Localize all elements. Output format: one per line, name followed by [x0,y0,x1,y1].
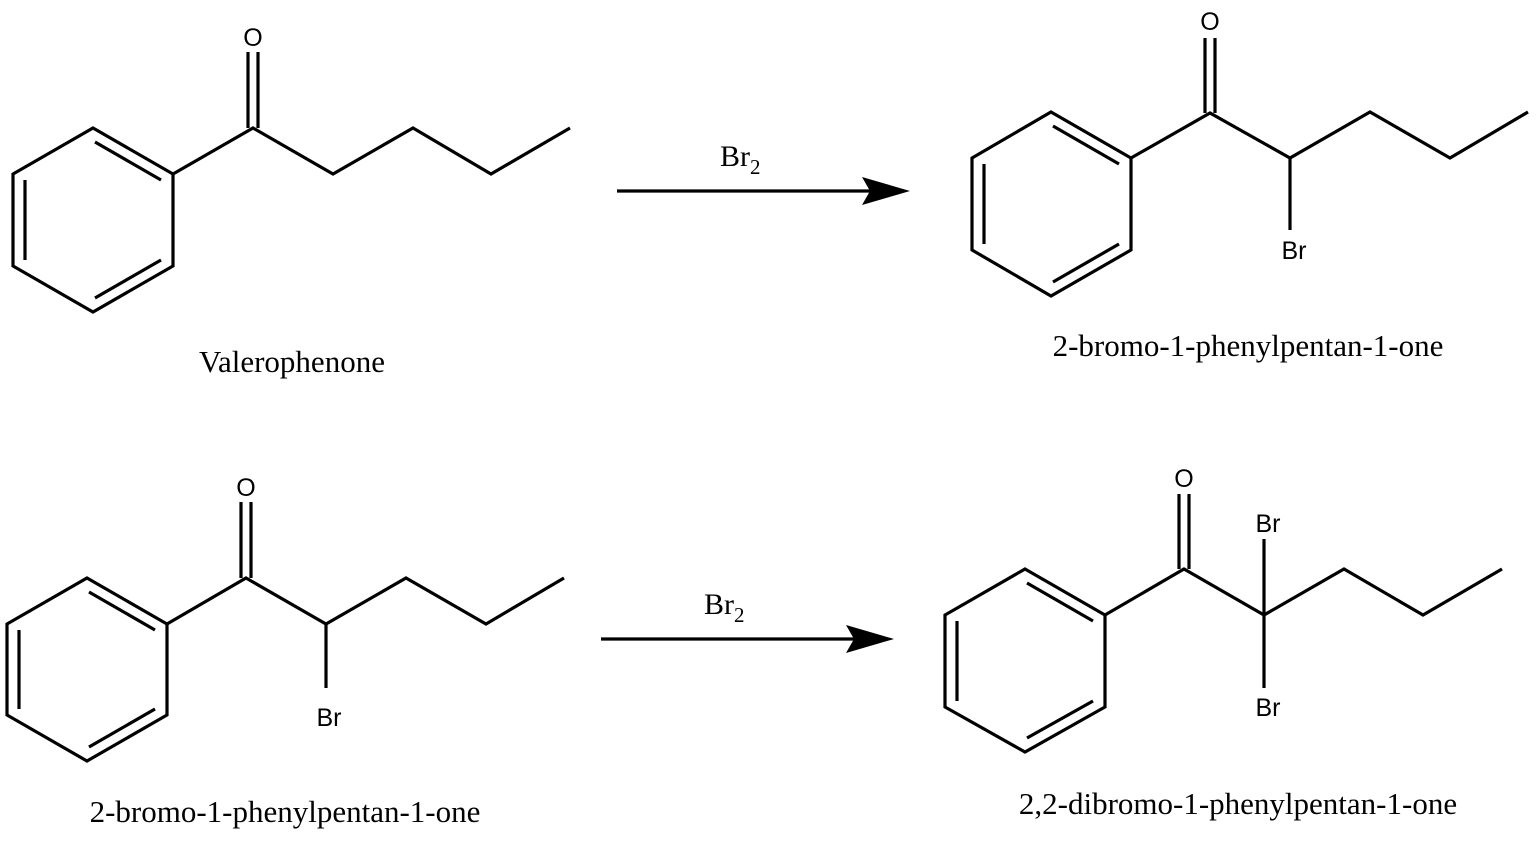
benzene-ring [5,576,169,763]
bromine-atom-label: Br [317,704,342,732]
bromine-atom-label: Br [1282,237,1307,265]
molecule-valerophenone: O Valerophenone [11,24,571,379]
arrowhead-icon [862,177,910,205]
carbon-chain [1130,110,1529,160]
bromine-atom-label-upper: Br [1256,510,1281,538]
molecule-2-2-dibromo-1-phenylpentan-1-one: O Br Br 2,2-dibromo-1-phenylpentan-1-one [943,465,1503,821]
carbonyl-double-bond [246,52,260,128]
molecule-2-bromo-1-phenylpentan-1-one-product: O Br 2-bromo-1-phenylpentan-1-one [970,8,1529,363]
product-1-name: 2-bromo-1-phenylpentan-1-one [1053,328,1444,363]
carbon-chain [166,576,565,626]
oxygen-atom-label: O [236,474,255,502]
reaction-arrow-2: Br2 [601,588,894,653]
carbonyl-double-bond [1177,494,1191,569]
reactant-2-name: 2-bromo-1-phenylpentan-1-one [90,794,481,829]
oxygen-atom-label: O [243,24,262,52]
bromine-atom-label-lower: Br [1256,694,1281,722]
carbonyl-double-bond [1203,38,1217,113]
oxygen-atom-label: O [1200,8,1219,36]
carbon-chain [1104,567,1503,617]
carbonyl-double-bond [239,502,253,578]
benzene-ring [970,110,1133,298]
benzene-ring [11,126,175,314]
arrowhead-icon [846,625,894,653]
oxygen-atom-label: O [1174,465,1193,493]
benzene-ring [943,567,1107,754]
reagent-2-label: Br2 [704,588,745,627]
product-2-name: 2,2-dibromo-1-phenylpentan-1-one [1019,786,1457,821]
reagent-1-label: Br2 [720,140,761,179]
carbon-chain [172,126,571,176]
molecule-2-bromo-1-phenylpentan-1-one-reactant: O Br 2-bromo-1-phenylpentan-1-one [5,474,565,829]
reaction-arrow-1: Br2 [617,140,910,205]
reactant-1-name: Valerophenone [199,344,385,379]
